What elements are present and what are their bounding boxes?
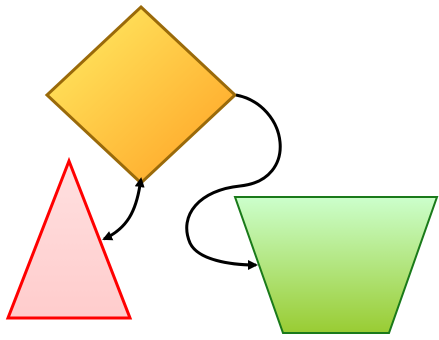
edge-diamond-triangle[interactable] — [102, 177, 145, 241]
diamond-node[interactable] — [44, 4, 238, 186]
triangle-node[interactable] — [5, 156, 133, 320]
trapezoid-node[interactable] — [233, 196, 439, 334]
edge-diamond-trapezoid[interactable] — [185, 93, 282, 270]
